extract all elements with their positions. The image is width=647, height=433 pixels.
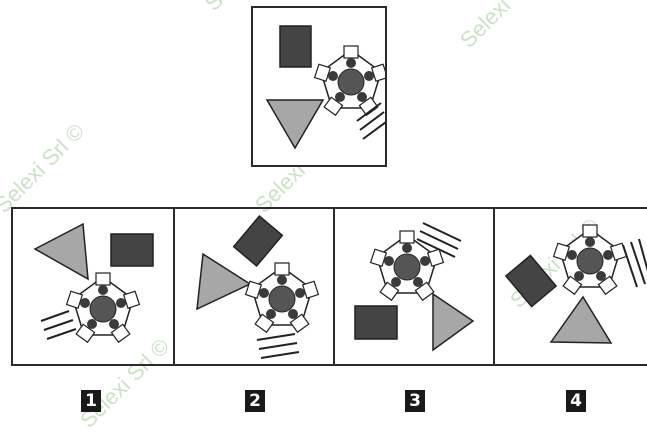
- hatch-lines-icon: [356, 102, 385, 140]
- hatch-lines-icon: [416, 222, 462, 258]
- gray-triangle-icon: [432, 292, 475, 352]
- dark-square-icon: [110, 233, 154, 267]
- option-1-drawing: [33, 222, 154, 344]
- hatch-lines-icon: [256, 333, 300, 359]
- option-3-drawing: [354, 222, 475, 352]
- option-1-figure[interactable]: [13, 209, 173, 364]
- watermark-2: Selexi Srl ©: [455, 0, 555, 53]
- gray-triangle-icon: [33, 222, 89, 281]
- question-figure-drawing: [265, 25, 385, 150]
- options-row: [11, 207, 647, 366]
- hatch-lines-icon: [40, 310, 77, 340]
- option-divider: [493, 209, 495, 364]
- gray-triangle-icon: [265, 99, 325, 150]
- pentagon-flower-icon: [244, 262, 320, 334]
- dark-square-icon: [232, 214, 284, 268]
- option-4-drawing: [504, 224, 647, 344]
- option-divider: [173, 209, 175, 364]
- option-2-drawing: [196, 214, 320, 359]
- dark-square-icon: [279, 25, 312, 68]
- gray-triangle-icon: [549, 295, 613, 344]
- pentagon-flower-icon: [65, 272, 141, 344]
- question-figure: [251, 6, 387, 167]
- pentagon-flower-icon: [369, 230, 445, 302]
- option-3-figure[interactable]: [335, 209, 493, 364]
- option-4-figure[interactable]: [495, 209, 647, 364]
- gray-triangle-icon: [196, 252, 252, 311]
- option-divider: [333, 209, 335, 364]
- pentagon-flower-icon: [313, 45, 385, 117]
- watermark-3: Selexi Srl ©: [0, 118, 90, 218]
- option-2-figure[interactable]: [175, 209, 333, 364]
- option-number-2: 2: [245, 390, 265, 412]
- hatch-lines-icon: [622, 238, 647, 288]
- option-number-4: 4: [566, 390, 586, 412]
- pentagon-flower-icon: [552, 224, 628, 296]
- option-number-3: 3: [405, 390, 425, 412]
- dark-square-icon: [354, 305, 398, 340]
- dark-square-icon: [504, 254, 558, 308]
- option-number-1: 1: [81, 390, 101, 412]
